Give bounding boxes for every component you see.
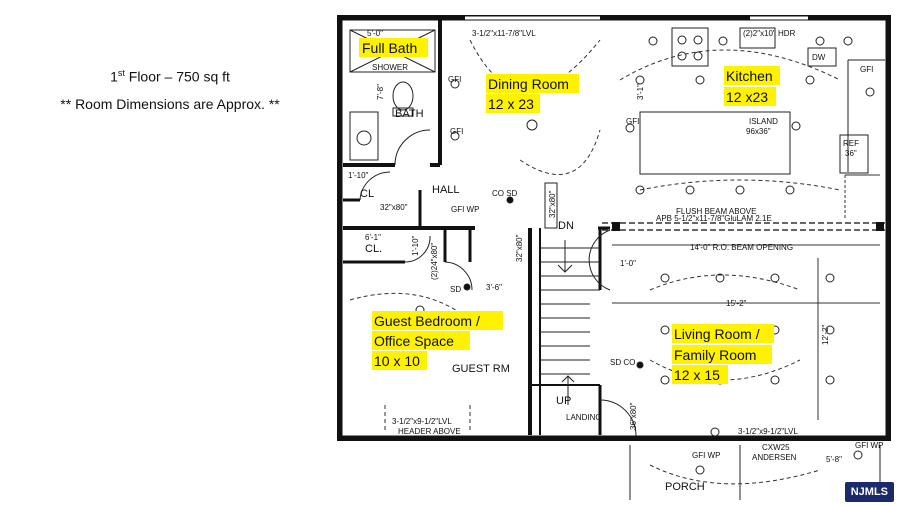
- gfi-wp-hall: GFI WP: [451, 205, 479, 214]
- andersen-label: ANDERSEN: [752, 453, 797, 462]
- dim-3-1: 3'-1": [636, 84, 645, 100]
- living-room-size: 12 x 15: [674, 367, 720, 383]
- gfi-wp-porch-right: GFI WP: [855, 441, 883, 450]
- kitchen-callout: Kitchen: [726, 68, 773, 84]
- stair-up-label: UP: [556, 395, 571, 407]
- dining-room-callout: Dining Room: [488, 76, 569, 92]
- guest-bedroom-size: 10 x 10: [374, 353, 420, 369]
- living-room-callout: Living Room /: [674, 326, 760, 342]
- gfi-wp-porch-left: GFI WP: [692, 451, 720, 460]
- dim-36x80: 36"x80": [629, 402, 638, 430]
- dim-7-8: 7'-8": [376, 84, 385, 100]
- floor-area-note: 1st Floor – 750 sq ft: [110, 68, 230, 85]
- gfi-kitchen-right: GFI: [860, 65, 873, 74]
- bottom-header-left-1: 3-1/2"x9-1/2"LVL: [392, 417, 452, 426]
- hdr-label: (2)2"x10" HDR: [743, 29, 796, 38]
- bottom-header-right: 3-1/2"x9-1/2"LVL: [738, 427, 798, 436]
- stair-down-label: DN: [558, 220, 574, 232]
- family-room-callout: Family Room: [674, 347, 756, 363]
- bottom-header-left-2: HEADER ABOVE: [398, 427, 461, 436]
- dim-32x80-v: 32"x80": [515, 234, 524, 262]
- dim-32x80-stair: 32"x80": [548, 190, 557, 218]
- dimensions-note: ** Room Dimensions are Approx. **: [60, 96, 280, 112]
- shower-label: SHOWER: [372, 63, 408, 72]
- dim-3-6: 3'-6": [486, 283, 502, 292]
- door-32x80: 32"x80": [380, 203, 408, 212]
- ref-size: 36": [845, 149, 857, 158]
- closet-label-2: CL.: [365, 243, 382, 255]
- island-size: 96x36": [746, 127, 771, 136]
- gfi-bath: GFI: [448, 75, 461, 84]
- guest-bedroom-callout: Guest Bedroom /: [374, 313, 480, 329]
- full-bath-callout: Full Bath: [362, 40, 417, 56]
- gfi-hall: GFI: [450, 127, 463, 136]
- dw-label: DW: [812, 53, 826, 62]
- sd-guest: SD: [450, 285, 461, 294]
- gfi-kitchen-left: GFI: [626, 117, 639, 126]
- ro-beam-label: 14'-0" R.O. BEAM OPENING: [690, 243, 793, 252]
- hall-label: HALL: [432, 184, 460, 196]
- closet-label-1: CL: [360, 188, 374, 200]
- ref-label: REF: [843, 139, 859, 148]
- apb-label: APB 5-1/2"x11-7/8"GluLAM 2.1E: [656, 214, 772, 223]
- top-header-label: 3-1/2"x11-7/8"LVL: [472, 29, 536, 38]
- sd-co-living: SD CO: [610, 358, 635, 367]
- flush-beam: [602, 174, 885, 420]
- bath-label: BATH: [395, 108, 424, 120]
- door-swings: [359, 129, 637, 437]
- room-callouts: Full Bath Dining Room 12 x 23 Kitchen 12…: [359, 38, 780, 384]
- dim-5-8: 5'-8": [826, 455, 842, 464]
- porch-label: PORCH: [665, 481, 705, 493]
- dim-12-2: 12'-2": [821, 324, 830, 345]
- dim-15-2: 15'-2": [726, 299, 747, 308]
- staircase: [540, 182, 600, 405]
- dim-1-10-v: 1'-10": [411, 235, 420, 256]
- light-fixtures: [415, 36, 875, 475]
- kitchen-size: 12 x23: [726, 89, 768, 105]
- landing-label: LANDING: [566, 413, 602, 422]
- office-space-callout: Office Space: [374, 333, 454, 349]
- njmls-logo: NJMLS: [844, 482, 894, 502]
- kitchen-fixtures: [639, 27, 885, 175]
- guest-room-label: GUEST RM: [452, 363, 510, 375]
- cxw-label: CXW25: [762, 443, 790, 452]
- dim-5-0: 5'-0": [367, 29, 383, 38]
- island-label: ISLAND: [749, 117, 778, 126]
- dining-room-size: 12 x 23: [488, 96, 534, 112]
- dim-1-10: 1'-10": [348, 171, 369, 180]
- flush-beam-label: FLUSH BEAM ABOVE: [676, 207, 756, 216]
- dim-1-0: 1'-0": [620, 259, 636, 268]
- dim-2-24x80: (2)24"x80": [430, 243, 439, 280]
- co-sd-hall: CO SD: [492, 189, 518, 198]
- dim-6-1: 6'-1": [365, 233, 381, 242]
